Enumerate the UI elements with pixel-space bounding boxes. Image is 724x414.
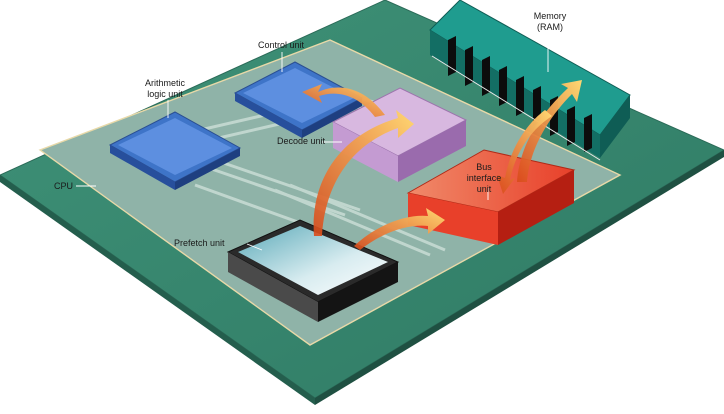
bus-interface-unit-block bbox=[406, 149, 576, 245]
control-unit-label: Control unit bbox=[257, 40, 305, 50]
arrow-prefetch-to-bus bbox=[354, 208, 445, 250]
bus-interface-unit-label: Bus interface unit bbox=[467, 162, 502, 195]
decode-unit-label: Decode unit bbox=[277, 136, 326, 146]
bus-label-line1: Bus bbox=[476, 162, 492, 172]
motherboard-edge-right bbox=[315, 150, 724, 405]
prefetch-unit-label: Prefetch unit bbox=[174, 238, 225, 248]
arrow-memory-to-bus bbox=[497, 110, 552, 194]
arrow-decode-to-control bbox=[302, 84, 385, 117]
bus-label-line3: unit bbox=[476, 184, 492, 194]
memory-label-line2: (RAM) bbox=[536, 22, 563, 32]
arrow-bus-to-memory bbox=[517, 80, 582, 182]
leader-lines bbox=[76, 38, 549, 251]
arrow-prefetch-to-decode bbox=[313, 110, 414, 236]
alu-label: Arithmetic logic unit bbox=[145, 78, 185, 100]
alu-label-line2: logic unit bbox=[147, 89, 183, 99]
alu-label-line1: Arithmetic bbox=[144, 78, 186, 88]
control-unit-block bbox=[233, 61, 364, 138]
prefetch-unit-block bbox=[226, 219, 400, 322]
data-flow-arrows bbox=[302, 80, 582, 250]
bus-label-line2: interface bbox=[466, 173, 502, 183]
motherboard-edge bbox=[0, 175, 315, 405]
memory-label: Memory (RAM) bbox=[534, 11, 567, 33]
memory-label-line1: Memory bbox=[533, 11, 567, 21]
alu-block bbox=[108, 111, 242, 190]
cpu-label: CPU bbox=[54, 181, 74, 191]
